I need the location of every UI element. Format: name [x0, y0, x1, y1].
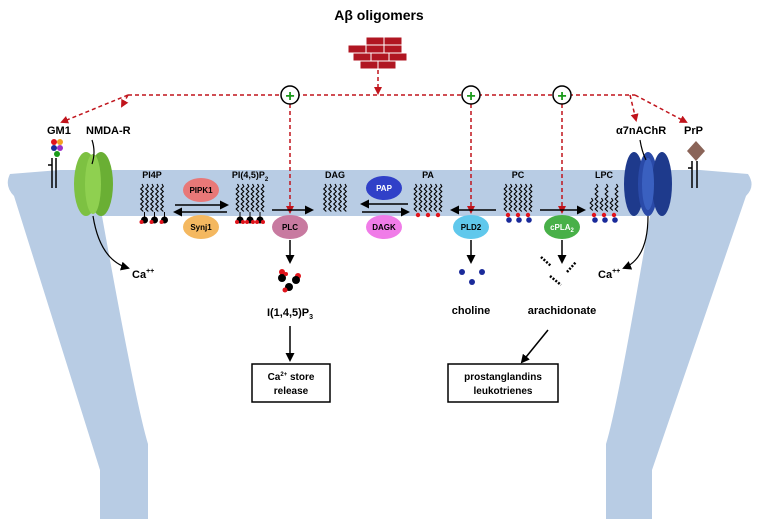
pap-enzyme: PAP [366, 176, 402, 200]
conversion-arrows [173, 199, 586, 217]
arachidonate-label: arachidonate [528, 305, 596, 317]
nmda-receptor-icon [74, 139, 113, 216]
prp-label: PrP [684, 125, 703, 137]
stimulation-circle-plc: + [280, 85, 300, 105]
plc-label: PLC [282, 223, 298, 232]
downstream-arrows [285, 240, 567, 364]
pip2-lipids [235, 183, 265, 224]
synj1-enzyme: Synj1 [183, 215, 219, 239]
plus-icon: + [285, 88, 294, 105]
nmdar-calcium-arrow [92, 215, 130, 271]
pld2-label: PLD2 [461, 223, 482, 232]
pc-label: PC [512, 170, 525, 180]
pap-label: PAP [376, 184, 393, 193]
pc-lipids [503, 183, 533, 223]
ca-store-line1: Ca2+ store [268, 372, 315, 383]
a7nachr-receptor-icon [624, 139, 672, 216]
a7nachr-calcium-arrow [622, 215, 649, 270]
pa-lipids [413, 183, 443, 218]
ip3-molecule-icon [278, 269, 301, 293]
stimulation-circle-cpla2: + [552, 85, 572, 105]
plus-icon: + [466, 88, 475, 105]
plc-enzyme: PLC [272, 215, 308, 239]
membrane-lipids [139, 183, 619, 224]
lpc-lipids [589, 183, 619, 223]
gm1-glycolipid-icon [48, 139, 63, 188]
a7nachr-label: α7nAChR [616, 125, 666, 137]
pipk1-enzyme: PIPK1 [183, 178, 219, 202]
ip3-label: I(1,4,5)P3 [267, 307, 313, 321]
nmdar-label: NMDA-R [86, 125, 131, 137]
pi4p-label: PI4P [142, 170, 162, 180]
pa-label: PA [422, 170, 434, 180]
prost-line1: prostanglandins [464, 372, 542, 383]
dag-label: DAG [325, 170, 345, 180]
dagk-label: DAGK [372, 223, 396, 232]
ca-right-label: Ca++ [598, 268, 620, 281]
pipk1-label: PIPK1 [189, 186, 213, 195]
lpc-label: LPC [595, 170, 614, 180]
dagk-enzyme: DAGK [366, 215, 402, 239]
abeta-oligomer-icon [347, 36, 408, 70]
ca-store-release-box: Ca2+ store release [251, 363, 331, 403]
prost-line2: leukotrienes [474, 386, 533, 397]
pip2-label: PI(4,5)P2 [232, 170, 269, 183]
prp-protein-icon [687, 141, 705, 188]
pi4p-lipids [139, 183, 168, 224]
arachidonate-molecule-icon [540, 256, 577, 286]
cpla2-enzyme: cPLA2 [544, 215, 580, 239]
title-label: Aβ oligomers [334, 7, 424, 23]
ca-left-label: Ca++ [132, 268, 154, 281]
cpla2-label: cPLA2 [550, 223, 574, 234]
oligomer-signal-arrows [60, 70, 688, 214]
prostaglandins-box: prostanglandins leukotrienes [447, 363, 559, 403]
dag-lipids [322, 183, 348, 212]
pld2-enzyme: PLD2 [453, 215, 489, 239]
ca-store-line2: release [274, 386, 309, 397]
choline-molecule-icon [459, 269, 485, 285]
plus-icon: + [557, 88, 566, 105]
choline-label: choline [452, 305, 491, 317]
gm1-label: GM1 [47, 125, 71, 137]
stimulation-circle-pld2: + [461, 85, 481, 105]
synj1-label: Synj1 [190, 223, 212, 232]
